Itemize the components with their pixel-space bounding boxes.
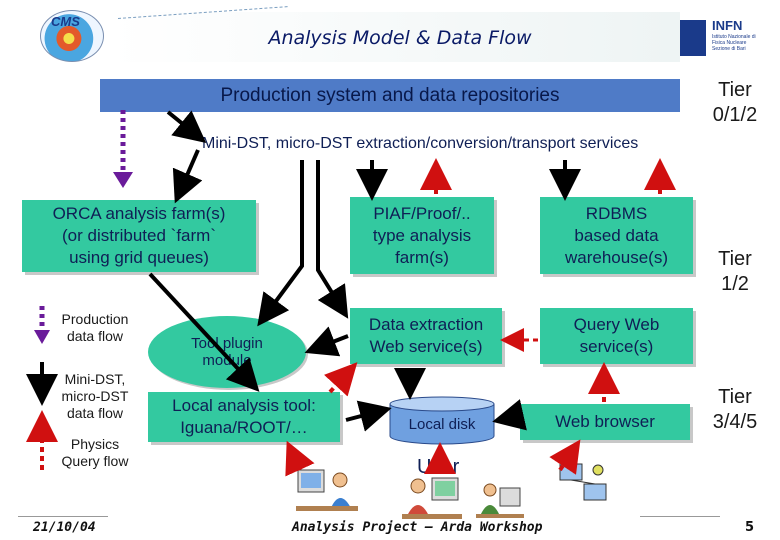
- extraction-to-orca-arrow: [172, 149, 203, 204]
- legend-minidst-flow: Mini-DST, micro-DST data flow: [61, 371, 129, 421]
- query-web-box: Query Web service(s): [540, 308, 693, 364]
- orca-box: ORCA analysis farm(s) (or distributed `f…: [22, 200, 256, 272]
- cms-logo-text: CMS: [51, 14, 80, 29]
- user-figure-left-icon: [296, 469, 358, 511]
- footer-rule-right: [640, 516, 720, 517]
- legend-production-arrowhead: [34, 330, 50, 344]
- user-figure-middle-icon: [402, 477, 462, 519]
- orca-to-tool-arrow: [148, 272, 260, 392]
- infn-logo: INFN Istituto Nazionale di Fisica Nuclea…: [680, 18, 760, 62]
- user-figure-right-icon: [476, 483, 524, 518]
- legend-physics-flow: Physics Query flow: [61, 436, 129, 469]
- legend-production-flow: Production data flow: [61, 311, 129, 344]
- local-disk-label: Local disk: [408, 416, 476, 433]
- extraction-label: Mini-DST, micro-DST extraction/conversio…: [202, 135, 639, 152]
- tier-3-4-5: Tier 3/4/5: [712, 386, 758, 433]
- footer-page-number: 5: [745, 520, 755, 535]
- page-title: Analysis Model & Data Flow: [268, 27, 532, 49]
- infn-mark: [680, 20, 706, 56]
- infn-text: INFN: [712, 18, 743, 33]
- tier-0-1-2: Tier 0/1/2: [712, 79, 758, 126]
- rdbms-box: RDBMS based data warehouse(s): [540, 197, 693, 274]
- piaf-box: PIAF/Proof/.. type analysis farm(s): [350, 197, 494, 274]
- footer-event: Analysis Project – Arda Workshop: [292, 520, 543, 535]
- footer-rule-left: [18, 516, 108, 517]
- production-to-extraction-arrow: [166, 110, 207, 144]
- piaf-to-tool-arrow-2: [316, 160, 349, 319]
- browser-to-disk-arrow: [492, 399, 527, 431]
- extraction-service-to-plugin-arrow: [304, 326, 349, 357]
- tier-1-2: Tier 1/2: [718, 248, 752, 295]
- local-analysis-tool-box: Local analysis tool: Iguana/ROOT/…: [148, 392, 340, 442]
- production-box: Production system and data repositories: [100, 79, 680, 112]
- data-extraction-box: Data extraction Web service(s): [350, 308, 502, 364]
- footer-date: 21/10/04: [33, 520, 96, 535]
- web-browser-box: Web browser: [520, 404, 690, 440]
- piaf-to-tool-arrow: [257, 160, 304, 327]
- production-flow-arrowhead: [113, 172, 133, 188]
- title-band: [110, 12, 680, 62]
- infn-sub: Istituto Nazionale di Fisica Nucleare Se…: [712, 34, 756, 52]
- cms-logo: CMS: [40, 10, 104, 62]
- tool-query-arrow: [323, 362, 358, 397]
- user-to-browser-arrow: [549, 439, 581, 475]
- tool-to-disk-arrow: [345, 400, 392, 432]
- local-disk-cylinder: [389, 396, 495, 445]
- user-to-tool-arrow: [285, 440, 315, 477]
